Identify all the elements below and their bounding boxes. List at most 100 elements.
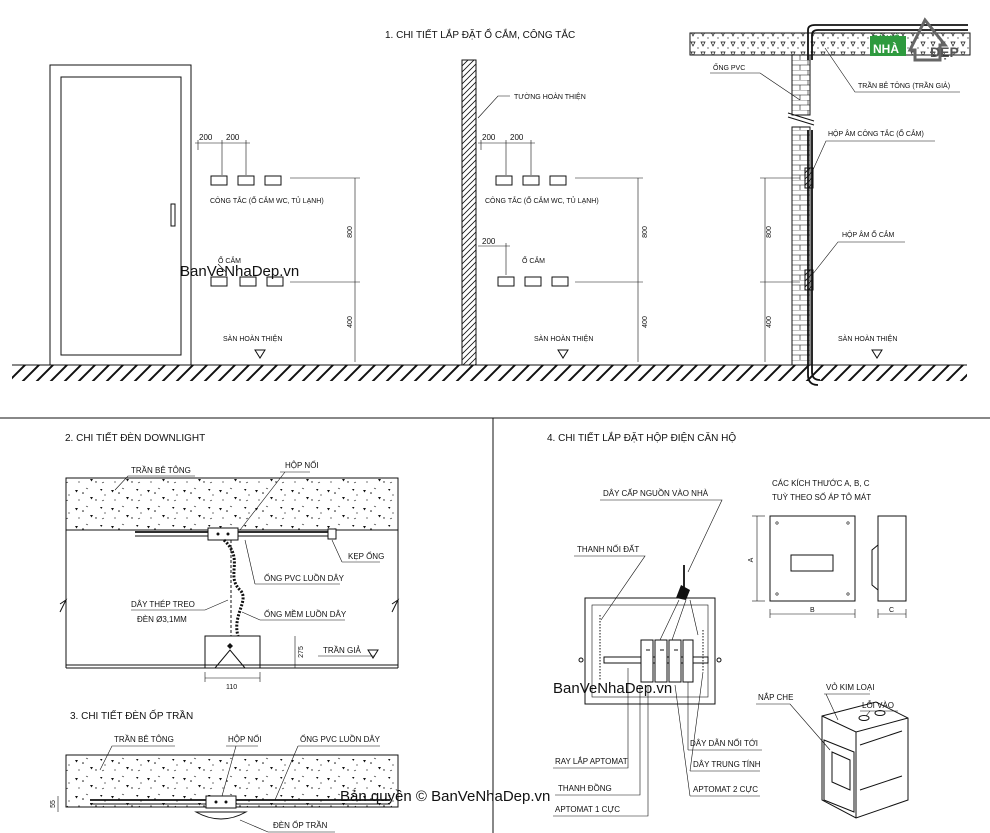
door-handle-icon — [170, 203, 176, 227]
level-marker-icon — [871, 349, 883, 359]
ground-hatch — [12, 365, 967, 381]
ceiling-lamp — [194, 811, 248, 820]
switch-boxes-middle: CÔNG TẮC (Ổ CẮM WC, TỦ LẠNH) Ổ CẮM — [485, 175, 599, 287]
mcb-1p-b — [654, 639, 668, 683]
dim-800-left: 800 — [347, 226, 354, 238]
finished-floor-left: SÀN HOÀN THIỆN — [223, 334, 282, 359]
label-ground-bar: THANH NỐI ĐẤT — [577, 544, 639, 554]
dim-275: 275 — [298, 646, 305, 658]
label-floor-left: SÀN HOÀN THIỆN — [223, 334, 282, 343]
label-steel-wire: DÂY THÉP TREO — [131, 600, 195, 609]
ceiling-slab — [689, 32, 971, 56]
label-pvc-conduit-3: ỐNG PVC LUỒN DÂY — [300, 734, 381, 744]
level-marker-icon — [254, 349, 266, 359]
label-switch-outlet-left: CÔNG TẮC (Ổ CẮM WC, TỦ LẠNH) — [210, 196, 324, 205]
door-elevation — [49, 64, 192, 366]
label-false-ceiling: TRẦN GIẢ — [323, 645, 361, 655]
middle-wall: TƯỜNG HOÀN THIỆN — [461, 59, 586, 366]
dim-200-e: 200 — [482, 237, 496, 246]
panel-3d-view: NẮP CHE VỎ KIM LOẠI LỖI VÀO — [756, 683, 909, 819]
outlet-box-recessed — [804, 269, 814, 291]
dim-200-c: 200 — [482, 133, 496, 142]
door-frame — [49, 64, 192, 366]
panel-window — [790, 554, 834, 572]
mcb-1p-a — [640, 639, 654, 683]
junction-box-3 — [205, 795, 237, 809]
brand-logo: BẢN VẼ NHÀ ĐẸP — [870, 17, 959, 62]
logo-left-text: NHÀ — [873, 41, 899, 56]
dim-800-middle: 800 — [642, 226, 649, 238]
watermark-center: BanVeNhaDep.vn — [553, 680, 672, 697]
label-flex-conduit: ỐNG MỀM LUỒN DÂY — [264, 609, 347, 619]
pvc-conduit-top — [807, 24, 968, 60]
cable-gland — [676, 585, 690, 600]
dim-800-right: 800 — [766, 226, 773, 238]
label-finished-wall: TƯỜNG HOÀN THIỆN — [514, 92, 586, 101]
label-cover: NẮP CHE — [758, 693, 793, 702]
downlight-reflector — [214, 649, 246, 669]
door-leaf — [60, 76, 182, 356]
right-wall-section: ỐNG PVC TRẦN BÊ TÔNG (TRẦN GIẢ) HỘP ÂM C… — [689, 24, 971, 386]
label-lamp-spec: ĐÈN Ø3,1MM — [137, 615, 187, 624]
label-concrete-ceiling-3: TRẦN BÊ TÔNG — [114, 734, 174, 744]
dims-200-left: 200 200 — [195, 133, 250, 175]
panel-enclosure — [584, 597, 716, 705]
dim-200-a: 200 — [199, 133, 213, 142]
dim-200-d: 200 — [510, 133, 524, 142]
panel-side-view — [877, 515, 907, 602]
dim-b: B — [810, 607, 815, 614]
logo-right-text: ĐẸP — [930, 44, 959, 60]
label-concrete-ceiling-1: TRẦN BÊ TÔNG (TRẦN GIẢ) — [858, 80, 950, 90]
dim-a: A — [748, 557, 755, 562]
section-2-title: 2. CHI TIẾT ĐÈN DOWNLIGHT — [65, 431, 205, 444]
dims-200-middle: 200 200 200 — [478, 133, 535, 275]
label-switch-box: HỘP ÂM CÔNG TẮC (Ổ CẮM) — [828, 129, 924, 138]
flex-conduit — [222, 538, 245, 637]
concrete-slab-2 — [65, 477, 399, 531]
label-junction-box-3: HỘP NỐI — [228, 734, 262, 744]
downlight-housing — [204, 635, 261, 669]
dims-note-1: CÁC KÍCH THƯỚC A, B, C — [772, 479, 870, 488]
label-neutral-wire: DÂY TRUNG TÍNH — [693, 760, 761, 769]
label-metal-shell: VỎ KIM LOẠI — [826, 683, 874, 692]
mcb-2p — [668, 639, 682, 683]
junction-box-2 — [207, 527, 239, 541]
label-din-rail: RAY LẮP APTOMAT — [555, 757, 628, 766]
dim-c: C — [889, 607, 894, 614]
dim-200-b: 200 — [226, 133, 240, 142]
level-marker-icon — [557, 349, 569, 359]
label-pvc-conduit-2: ỐNG PVC LUỒN DÂY — [264, 573, 345, 583]
label-pvc-pipe: ỐNG PVC — [713, 62, 745, 72]
dim-55: 55 — [50, 800, 57, 808]
section-3-title: 3. CHI TIẾT ĐÈN ỐP TRẦN — [70, 708, 193, 722]
finished-floor-middle: SÀN HOÀN THIỆN — [534, 334, 593, 359]
break-right — [391, 598, 400, 613]
label-outlet-left: Ổ CẮM — [218, 256, 241, 265]
section-1-switch-outlet-detail: 1. CHI TIẾT LẮP ĐẶT Ổ CẮM, CÔNG TẮC 200 … — [12, 24, 971, 386]
level-marker-icon — [367, 649, 379, 659]
label-copper-bar: THANH ĐỒNG — [558, 783, 612, 793]
section-4-title: 4. CHI TIẾT LẮP ĐẶT HỘP ĐIỆN CĂN HỘ — [547, 431, 736, 444]
logo-green-block — [870, 36, 906, 56]
label-pipe-clamp: KẸP ỐNG — [348, 551, 384, 561]
label-switch-outlet-middle: CÔNG TẮC (Ổ CẮM WC, TỦ LẠNH) — [485, 196, 599, 205]
label-concrete-ceiling-2: TRẦN BÊ TÔNG — [131, 465, 191, 475]
label-floor-right: SÀN HOÀN THIỆN — [838, 334, 897, 343]
label-supply-cable: DÂY CẤP NGUỒN VÀO NHÀ — [603, 488, 709, 498]
dim-110: 110 — [226, 684, 237, 691]
dims-note-2: TUỲ THEO SỐ ÁP TÔ MÁT — [772, 492, 871, 502]
label-mcb-2p: APTOMAT 2 CỰC — [693, 785, 758, 794]
label-ceiling-lamp: ĐÈN ỐP TRẦN — [273, 820, 328, 830]
section-4-panel-detail: 4. CHI TIẾT LẮP ĐẶT HỘP ĐIỆN CĂN HỘ DÂY … — [547, 431, 909, 819]
section-1-title: 1. CHI TIẾT LẮP ĐẶT Ổ CẮM, CÔNG TẮC — [385, 28, 575, 41]
logo-top-text: BẢN VẼ — [873, 33, 900, 42]
house-icon — [907, 17, 949, 62]
label-mcb-1p: APTOMAT 1 CỰC — [555, 805, 620, 814]
watermark-mid: BanVeNhaDep.vn — [180, 263, 299, 280]
dim-400-middle: 400 — [642, 316, 649, 328]
label-junction-box-2: HỘP NỐI — [285, 460, 319, 470]
watermark-copyright: Bản quyền © BanVeNhaDep.vn — [340, 788, 550, 805]
dim-400-left: 400 — [347, 316, 354, 328]
height-dims-middle: 800 400 — [575, 177, 649, 362]
